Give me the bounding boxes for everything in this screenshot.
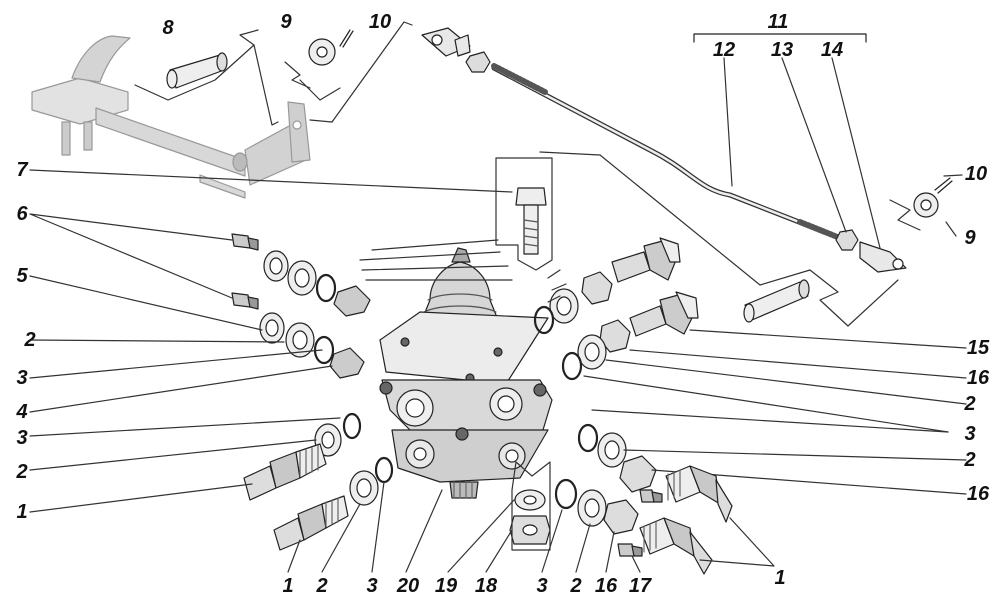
callout-15: 15 (966, 337, 990, 359)
callout-18: 18 (474, 575, 498, 597)
callout-1-bottom: 1 (282, 575, 294, 597)
clevis-fork-top (421, 27, 471, 57)
clevis-fork-14 (859, 241, 907, 273)
callout-2-bottom-b: 2 (570, 575, 582, 597)
callout-3-bottom-b: 3 (536, 575, 548, 597)
callout-12: 12 (712, 39, 736, 61)
bolt-7 (515, 187, 547, 255)
outlet-hatching (359, 239, 513, 281)
union-1-left-upper (243, 443, 327, 501)
callout-6: 6 (16, 203, 28, 225)
callout-16-right-b: 16 (966, 483, 990, 505)
elbow-fitting-lower (629, 291, 699, 337)
washer-9-top (308, 38, 336, 66)
plug-6-lower (231, 292, 259, 310)
union-1-right-upper (665, 465, 733, 523)
callout-10-right: 10 (964, 163, 988, 185)
plug-17-right (639, 489, 663, 503)
brake-pedal-bracket (31, 35, 311, 199)
left-rings-lower (259, 312, 365, 379)
callout-7: 7 (16, 159, 28, 181)
lock-nut-13 (835, 229, 859, 251)
right-rings-mid (561, 334, 607, 381)
callout-13: 13 (770, 39, 794, 61)
callout-9-right: 9 (964, 227, 976, 249)
callout-2-right-a: 2 (964, 393, 976, 415)
right-rings-lower (577, 423, 627, 468)
nut-18 (509, 515, 551, 545)
callout-2-right-b: 2 (964, 449, 976, 471)
plug-6-upper (231, 233, 259, 251)
callout-16-right-a: 16 (966, 367, 990, 389)
union-1-left-lower (273, 495, 349, 551)
pull-rod-12 (491, 63, 843, 241)
callout-3-left-a: 3 (16, 367, 28, 389)
callout-2-bottom-a: 2 (316, 575, 328, 597)
callout-3-bottom-a: 3 (366, 575, 378, 597)
pin-8 (166, 52, 228, 89)
callout-3-left-b: 3 (16, 427, 28, 449)
rings-bottom-right (554, 478, 607, 527)
callout-16-bottom: 16 (594, 575, 618, 597)
nut-16-right (619, 455, 657, 493)
callout-20: 20 (396, 575, 420, 597)
callout-8: 8 (162, 17, 174, 39)
plug-17 (617, 543, 643, 557)
callout-4: 4 (16, 401, 28, 423)
callout-2-left-a: 2 (24, 329, 36, 351)
callout-3-right: 3 (964, 423, 976, 445)
callout-1-left: 1 (16, 501, 28, 523)
cotter-pin-10-top (339, 29, 354, 48)
outlet-hatching-right (547, 269, 567, 303)
callout-1-bottom-right: 1 (774, 567, 786, 589)
brake-valve-body (379, 247, 553, 499)
nut-16-bottom (603, 499, 639, 535)
callout-17: 17 (628, 575, 652, 597)
cotter-pin-10-right (934, 177, 953, 194)
callout-14: 14 (820, 39, 844, 61)
left-rings-upper (263, 250, 371, 317)
pin-right (743, 279, 810, 323)
union-1-right-lower (639, 517, 713, 575)
elbow-fitting-upper (611, 237, 681, 283)
callout-10-top: 10 (368, 11, 392, 33)
callout-19: 19 (434, 575, 458, 597)
callout-5: 5 (16, 265, 28, 287)
washer-9-right (913, 192, 939, 218)
rings-bottom-left (349, 456, 394, 506)
callout-2-left-b: 2 (16, 461, 28, 483)
lock-nut-top (465, 51, 491, 73)
washer-19 (514, 489, 546, 511)
callout-11: 11 (767, 11, 789, 33)
callout-9-top: 9 (280, 11, 292, 33)
